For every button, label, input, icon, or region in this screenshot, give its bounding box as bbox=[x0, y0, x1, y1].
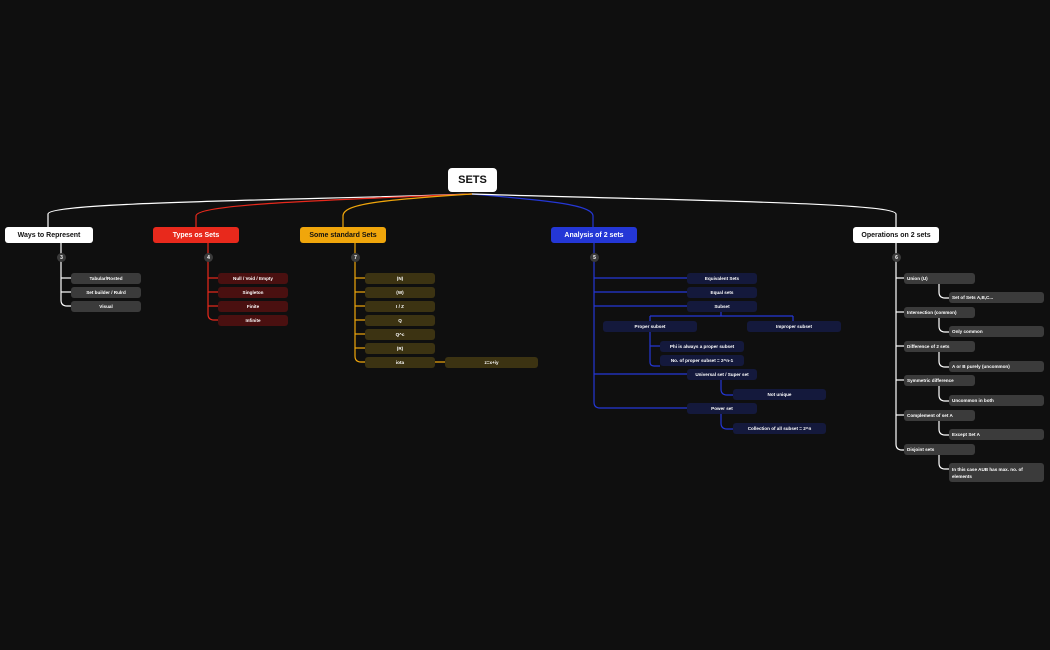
subtopic-whole-numbers[interactable]: (W) bbox=[365, 287, 435, 298]
subtopic-improper-subset[interactable]: Improper subset bbox=[747, 321, 841, 332]
subtopic-complex-form[interactable]: z=x+iy bbox=[445, 357, 538, 368]
types-count-badge[interactable]: 4 bbox=[204, 253, 213, 262]
subtopic-reals[interactable]: (R) bbox=[365, 343, 435, 354]
topic-ways-to-represent[interactable]: Ways to Represent bbox=[5, 227, 93, 243]
topic-analysis-of-2-sets[interactable]: Analysis of 2 sets bbox=[551, 227, 637, 243]
subtopic-tabular[interactable]: Tabular/Rosted bbox=[71, 273, 141, 284]
standard-count-badge[interactable]: 7 bbox=[351, 253, 360, 262]
subtopic-complement[interactable]: Complement of set A bbox=[904, 410, 975, 421]
subtopic-null-set[interactable]: Null / Void / Empty bbox=[218, 273, 288, 284]
topic-standard-sets[interactable]: Some standard Sets bbox=[300, 227, 386, 243]
subtopic-infinite[interactable]: Infinite bbox=[218, 315, 288, 326]
operations-count-badge[interactable]: 6 bbox=[892, 253, 901, 262]
subtopic-power-set-count[interactable]: Collection of all subset = 2^n bbox=[733, 423, 826, 434]
subtopic-intersection-detail[interactable]: Only common bbox=[949, 326, 1044, 337]
subtopic-union[interactable]: Union (U) bbox=[904, 273, 975, 284]
subtopic-natural-numbers[interactable]: (N) bbox=[365, 273, 435, 284]
subtopic-disjoint-sets-detail[interactable]: In this case AUB has max. no. of element… bbox=[949, 463, 1044, 482]
subtopic-proper-subset[interactable]: Proper subset bbox=[603, 321, 697, 332]
subtopic-set-builder[interactable]: Set builder / Rulrd bbox=[71, 287, 141, 298]
subtopic-disjoint-sets[interactable]: Disjoint sets bbox=[904, 444, 975, 455]
subtopic-power-set[interactable]: Power set bbox=[687, 403, 757, 414]
topic-operations-on-2-sets[interactable]: Operations on 2 sets bbox=[853, 227, 939, 243]
subtopic-integers[interactable]: I / Z bbox=[365, 301, 435, 312]
subtopic-irrationals[interactable]: Q^c bbox=[365, 329, 435, 340]
topic-types-of-sets[interactable]: Types os Sets bbox=[153, 227, 239, 243]
subtopic-phi-proper-subset[interactable]: Phi is always a proper subset bbox=[660, 341, 744, 352]
subtopic-equal-sets[interactable]: Equal sets bbox=[687, 287, 757, 298]
subtopic-union-detail[interactable]: Set of Sets A,B,C... bbox=[949, 292, 1044, 303]
subtopic-difference[interactable]: Difference of 2 sets bbox=[904, 341, 975, 352]
subtopic-iota[interactable]: iota bbox=[365, 357, 435, 368]
subtopic-visual[interactable]: Visual bbox=[71, 301, 141, 312]
subtopic-not-unique[interactable]: Not unique bbox=[733, 389, 826, 400]
subtopic-number-of-proper-subsets[interactable]: No. of proper subset = 2^n-1 bbox=[660, 355, 744, 366]
root-topic[interactable]: SETS bbox=[448, 168, 497, 192]
subtopic-singleton[interactable]: Singleton bbox=[218, 287, 288, 298]
subtopic-finite[interactable]: Finite bbox=[218, 301, 288, 312]
analysis-count-badge[interactable]: 5 bbox=[590, 253, 599, 262]
subtopic-complement-detail[interactable]: Except Set A bbox=[949, 429, 1044, 440]
ways-count-badge[interactable]: 3 bbox=[57, 253, 66, 262]
subtopic-subset[interactable]: Subset bbox=[687, 301, 757, 312]
subtopic-equivalent-sets[interactable]: Equivalent Sets bbox=[687, 273, 757, 284]
subtopic-symmetric-difference-detail[interactable]: Uncommon in both bbox=[949, 395, 1044, 406]
subtopic-universal-set[interactable]: Universal set / Super set bbox=[687, 369, 757, 380]
subtopic-rationals[interactable]: Q bbox=[365, 315, 435, 326]
subtopic-difference-detail[interactable]: A or B purely (uncommon) bbox=[949, 361, 1044, 372]
subtopic-intersection[interactable]: Intersection (common) bbox=[904, 307, 975, 318]
subtopic-symmetric-difference[interactable]: Symmetric difference bbox=[904, 375, 975, 386]
